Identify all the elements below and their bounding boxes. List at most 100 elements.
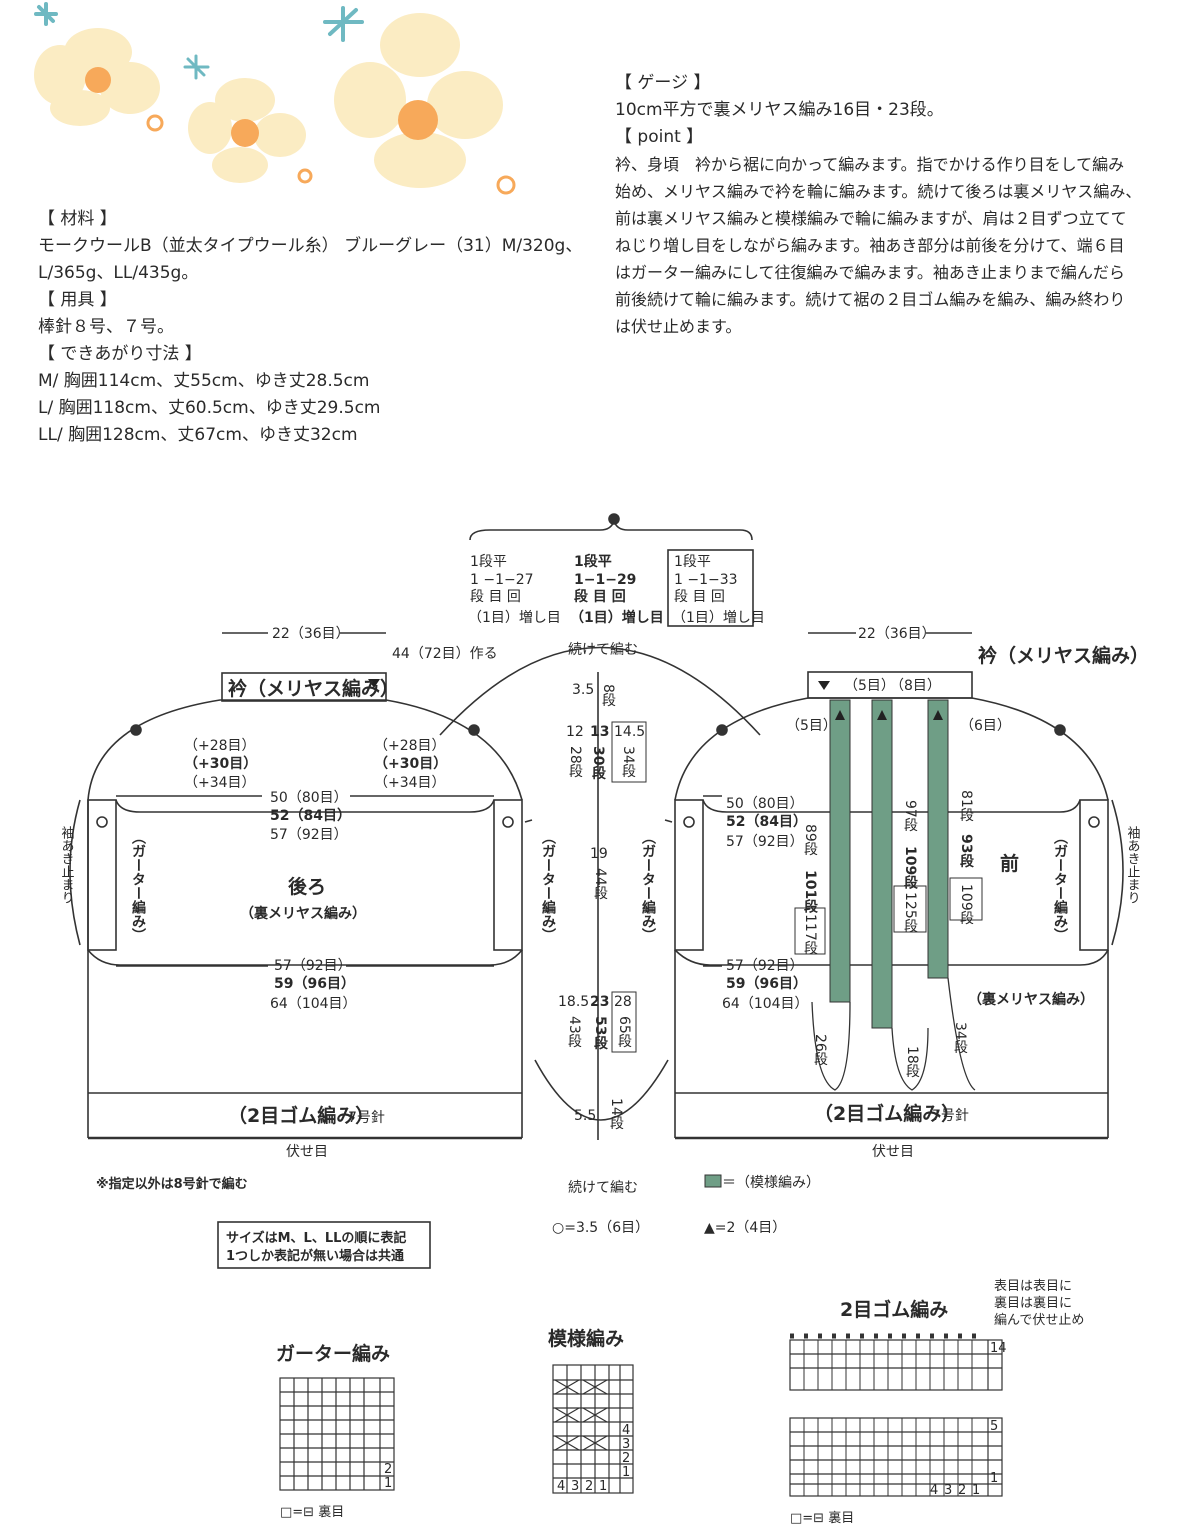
svg-text:125段: 125段 xyxy=(902,892,918,933)
collar-front-label: 衿（メリヤス編み） xyxy=(978,644,1149,667)
garter-chart-title: ガーター編み xyxy=(276,1342,390,1365)
svg-text:8段: 8段 xyxy=(600,684,616,707)
star-icon xyxy=(323,6,364,42)
svg-text:34段: 34段 xyxy=(620,746,636,778)
tools-text: 棒針８号、７号。 xyxy=(38,317,174,337)
svg-text:64（104目）: 64（104目） xyxy=(270,996,357,1012)
point-line: 前後続けて輪に編みます。続けて裾の２目ゴム編みを編み、編み終わり xyxy=(615,290,1126,309)
pattern-chart-title: 模様編み xyxy=(548,1327,624,1350)
cast-on-label: 44（72目）作る xyxy=(392,646,498,662)
svg-text:34段: 34段 xyxy=(952,1022,968,1054)
svg-text:14: 14 xyxy=(990,1341,1007,1356)
rib-chart-title: 2目ゴム編み xyxy=(840,1298,948,1321)
gauge-value: 10cm平方で裏メリヤス編み16目・23段。 xyxy=(615,100,944,120)
flower-icon xyxy=(334,13,503,188)
svg-text:14段: 14段 xyxy=(608,1098,624,1130)
size-heading: 【 できあがり寸法 】 xyxy=(38,344,202,364)
garter-label: （ガーター編み） xyxy=(1052,830,1069,942)
flower-decoration xyxy=(34,2,516,195)
svg-text:52（84目）: 52（84目） xyxy=(270,808,351,824)
svg-text:109段: 109段 xyxy=(902,846,918,891)
svg-text:13: 13 xyxy=(590,724,609,740)
svg-text:30段: 30段 xyxy=(590,746,606,781)
svg-text:（+30目）: （+30目） xyxy=(374,756,447,772)
materials-yarn-cont: L/365g、LL/435g。 xyxy=(38,263,199,283)
svg-text:1段平: 1段平 xyxy=(470,554,507,570)
increase-box: 1段平 1−1−29 段 目 回 （1目）増し目 xyxy=(570,553,664,626)
svg-text:1: 1 xyxy=(622,1465,630,1480)
svg-text:52（84目）: 52（84目） xyxy=(726,814,807,830)
rib-front-label: （2目ゴム編み） xyxy=(814,1102,960,1125)
svg-text:4: 4 xyxy=(557,1479,565,1494)
collar-width-back: 22（36目） xyxy=(272,626,350,642)
svg-text:57（92目）: 57（92目） xyxy=(274,958,352,974)
svg-text:57（92目）: 57（92目） xyxy=(270,827,348,843)
svg-text:57（92目）: 57（92目） xyxy=(726,834,804,850)
legend-purl: □=⊟ 裏目 xyxy=(280,1505,344,1520)
svg-text:（+30目）: （+30目） xyxy=(184,756,257,772)
front-measurements: （5目） （8目） （5目） （6目） 89段 101段 117段 97段 10… xyxy=(786,678,1011,1078)
svg-text:（+28目）: （+28目） xyxy=(374,738,446,754)
svg-text:2: 2 xyxy=(585,1479,593,1494)
back-sub: （裏メリヤス編み） xyxy=(240,905,366,922)
svg-text:3: 3 xyxy=(571,1479,579,1494)
armhole-end-label: 袖あき止まり xyxy=(59,826,75,904)
svg-text:12: 12 xyxy=(566,724,584,740)
svg-text:28段: 28段 xyxy=(567,746,583,778)
svg-text:93段: 93段 xyxy=(958,834,974,869)
svg-text:1: 1 xyxy=(990,1471,998,1486)
collar-back-label: 衿（メリヤス編み） xyxy=(228,677,399,700)
svg-text:（1目）増し目: （1目）増し目 xyxy=(672,610,765,626)
materials-section: 【 材料 】 モークウールB（並太タイプウール糸） ブルーグレー（31）M/32… xyxy=(38,206,582,449)
legend-circle: ○=3.5（6目） xyxy=(552,1220,649,1236)
flower-icon xyxy=(34,28,160,126)
rib-back-label: （2目ゴム編み） xyxy=(228,1104,374,1127)
star-icon xyxy=(34,2,58,26)
svg-text:1段平: 1段平 xyxy=(674,554,711,570)
svg-text:段 目 回: 段 目 回 xyxy=(574,588,626,605)
svg-text:1: 1 xyxy=(599,1479,607,1494)
svg-text:81段: 81段 xyxy=(958,790,974,822)
svg-text:2: 2 xyxy=(384,1462,392,1477)
svg-text:53段: 53段 xyxy=(592,1016,608,1051)
svg-text:2: 2 xyxy=(622,1451,630,1466)
svg-text:（8目）: （8目） xyxy=(890,678,941,694)
increase-box: 1段平 1 −1−33 段 目 回 （1目）増し目 xyxy=(672,554,765,626)
front-sub: （裏メリヤス編み） xyxy=(968,991,1094,1008)
materials-yarn: モークウールB（並太タイプウール糸） ブルーグレー（31）M/320g、 xyxy=(38,236,583,256)
svg-text:44段: 44段 xyxy=(592,868,608,900)
svg-text:89段: 89段 xyxy=(802,824,818,856)
svg-text:18段: 18段 xyxy=(904,1046,920,1078)
gauge-heading: 【 ゲージ 】 xyxy=(615,73,711,93)
svg-text:表目は表目に: 表目は表目に xyxy=(994,1279,1072,1294)
svg-text:3.5: 3.5 xyxy=(572,682,594,698)
svg-text:7号針: 7号針 xyxy=(348,1110,385,1126)
garter-label: （ガーター編み） xyxy=(640,830,657,942)
svg-text:65段: 65段 xyxy=(616,1016,632,1048)
svg-text:1: 1 xyxy=(384,1476,392,1491)
svg-text:段 目 回: 段 目 回 xyxy=(470,589,521,605)
star-icon xyxy=(183,54,210,80)
svg-text:段 目 回: 段 目 回 xyxy=(674,589,725,605)
continue-knit-top: 続けて編む xyxy=(568,641,638,658)
legend-triangle: ▲=2（4目） xyxy=(704,1220,786,1236)
increase-box: 1段平 1 −1−27 段 目 回 （1目）増し目 xyxy=(468,554,561,626)
point-line: はガーター編みにして往復編みで編みます。袖あき止まりまで編んだら xyxy=(615,263,1125,282)
svg-text:（+34目）: （+34目） xyxy=(374,775,446,791)
svg-text:（5目）: （5目） xyxy=(786,718,837,734)
svg-text:（+28目）: （+28目） xyxy=(184,738,256,754)
svg-text:1段平: 1段平 xyxy=(574,553,612,570)
garter-chart xyxy=(279,1377,395,1491)
svg-text:2: 2 xyxy=(958,1483,966,1498)
svg-text:4: 4 xyxy=(622,1423,630,1438)
svg-text:50（80目）: 50（80目） xyxy=(270,790,348,806)
garter-label: （ガーター編み） xyxy=(130,830,147,942)
point-line: 前は裏メリヤス編みと模様編みで輪に編みますが、肩は２目ずつ立てて xyxy=(615,209,1127,228)
svg-text:117段: 117段 xyxy=(802,914,818,955)
svg-text:59（96目）: 59（96目） xyxy=(274,976,355,992)
point-line: は伏せ止めます。 xyxy=(615,317,742,336)
svg-text:3: 3 xyxy=(622,1437,630,1452)
materials-heading: 【 材料 】 xyxy=(38,209,117,229)
flower-icon xyxy=(188,78,306,183)
